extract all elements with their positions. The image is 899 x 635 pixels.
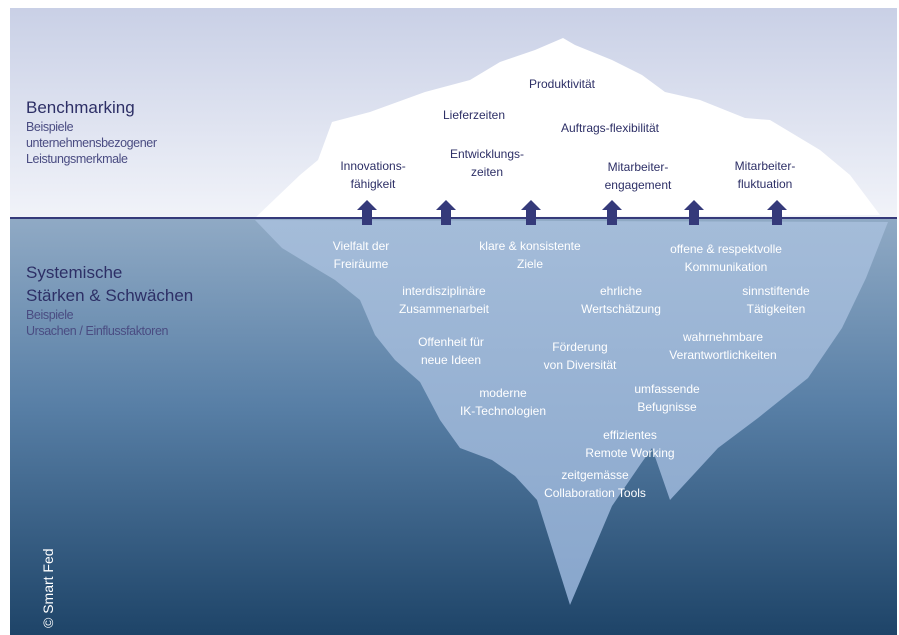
label-mitarbeiterfluktuation: Mitarbeiter- fluktuation: [734, 159, 796, 191]
systemic-block: Systemische Stärken & Schwächen Beispiel…: [26, 261, 193, 339]
label-verantwortlichkeiten: wahrnehmbare Verantwortlichkeiten: [669, 330, 777, 362]
label-kommunikation: offene & respektvolle Kommunikation: [670, 242, 782, 274]
up-arrow-icon: [521, 200, 541, 225]
benchmarking-line: Leistungsmerkmale: [26, 152, 128, 166]
label-lieferzeiten: Lieferzeiten: [442, 108, 506, 122]
label-innovationsfaehigkeit: Innovations- fähigkeit: [340, 159, 406, 191]
up-arrow-icon: [357, 200, 377, 225]
label-diversitaet: Förderung von Diversität: [543, 340, 617, 372]
label-collaboration-tools: zeitgemässe Collaboration Tools: [544, 468, 646, 500]
arrows: [357, 200, 787, 225]
label-ziele: klare & konsistente Ziele: [479, 239, 581, 271]
label-offenheit: Offenheit für neue Ideen: [418, 335, 484, 367]
systemic-line: Ursachen / Einflussfaktoren: [26, 324, 169, 338]
copyright-text: © Smart Fed: [40, 548, 56, 628]
benchmarking-line: unternehmensbezogener: [26, 136, 157, 150]
label-entwicklungszeiten: Entwicklungs- zeiten: [449, 147, 525, 179]
label-ik-technologien: moderne IK-Technologien: [459, 386, 547, 418]
systemic-title-line1: Systemische: [26, 263, 123, 282]
up-arrow-icon: [602, 200, 622, 225]
label-zusammenarbeit: interdisziplinäre Zusammenarbeit: [398, 284, 490, 316]
label-wertschaetzung: ehrliche Wertschätzung: [581, 284, 661, 316]
benchmarking-title: Benchmarking: [26, 98, 135, 117]
up-arrow-icon: [767, 200, 787, 225]
iceberg-underwater: [255, 220, 888, 605]
label-vielfalt: Vielfalt der Freiräume: [332, 239, 390, 271]
label-mitarbeiterengagement: Mitarbeiter- engagement: [604, 160, 672, 192]
label-befugnisse: umfassende Befugnisse: [634, 382, 700, 414]
label-auftragsflexibilitaet: Auftrags-flexibilität: [560, 121, 660, 135]
iceberg-tip: [255, 38, 880, 218]
benchmarking-line: Beispiele: [26, 120, 74, 134]
label-taetigkeiten: sinnstiftende Tätigkeiten: [742, 284, 810, 316]
up-arrow-icon: [684, 200, 704, 225]
systemic-title-line2: Stärken & Schwächen: [26, 286, 194, 305]
benchmarking-block: Benchmarking Beispiele unternehmensbezog…: [26, 96, 157, 167]
systemic-line: Beispiele: [26, 308, 74, 322]
label-produktivitaet: Produktivität: [528, 77, 596, 91]
up-arrow-icon: [436, 200, 456, 225]
label-remote-working: effizientes Remote Working: [585, 428, 675, 460]
